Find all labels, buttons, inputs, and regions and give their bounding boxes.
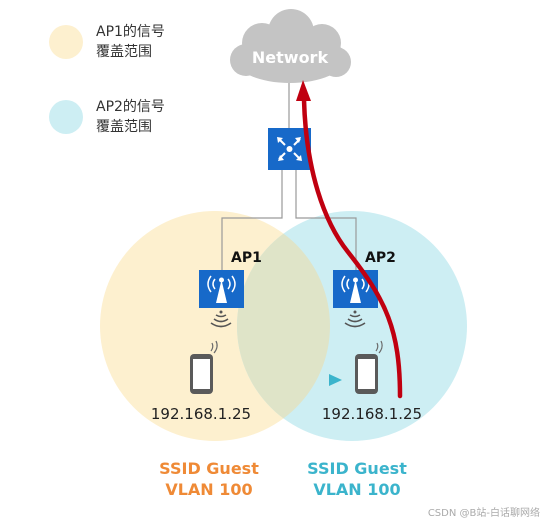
watermark: CSDN @B站-白话聊网络 xyxy=(428,506,540,519)
ap1-access-point-icon xyxy=(199,270,244,308)
coverage-overlap xyxy=(237,211,330,441)
ap2-ssid-label: SSID Guest xyxy=(307,459,407,478)
network-label: Network xyxy=(252,48,329,67)
ap1-wifi-signal-icon xyxy=(210,310,232,328)
roaming-arrow xyxy=(230,374,342,386)
traffic-path-arrow xyxy=(296,80,403,399)
ap2-wifi-signal-icon xyxy=(344,310,366,328)
ap1-client-ip: 192.168.1.25 xyxy=(151,405,251,423)
ap1-label: AP1 xyxy=(231,250,262,266)
ap2-legend-line1: AP2的信号 xyxy=(96,99,165,115)
ap2-client-phone-icon xyxy=(355,340,383,394)
ap2-legend-swatch xyxy=(49,100,83,134)
ap1-vlan-label: VLAN 100 xyxy=(165,480,252,499)
ap2-label: AP2 xyxy=(365,250,396,266)
ap1-legend-line2: 覆盖范围 xyxy=(96,43,152,60)
switch-icon xyxy=(268,128,311,170)
ap1-legend-line1: AP1的信号 xyxy=(96,24,165,40)
ap2-vlan-label: VLAN 100 xyxy=(313,480,400,499)
ap1-ssid-label: SSID Guest xyxy=(159,459,259,478)
ap2-legend-line2: 覆盖范围 xyxy=(96,118,152,135)
cloud-icon xyxy=(230,9,351,83)
ap1-legend-swatch xyxy=(49,25,83,59)
ap1-client-phone-icon xyxy=(190,340,218,394)
ap2-client-ip: 192.168.1.25 xyxy=(322,405,422,423)
ap2-access-point-icon xyxy=(333,270,378,308)
